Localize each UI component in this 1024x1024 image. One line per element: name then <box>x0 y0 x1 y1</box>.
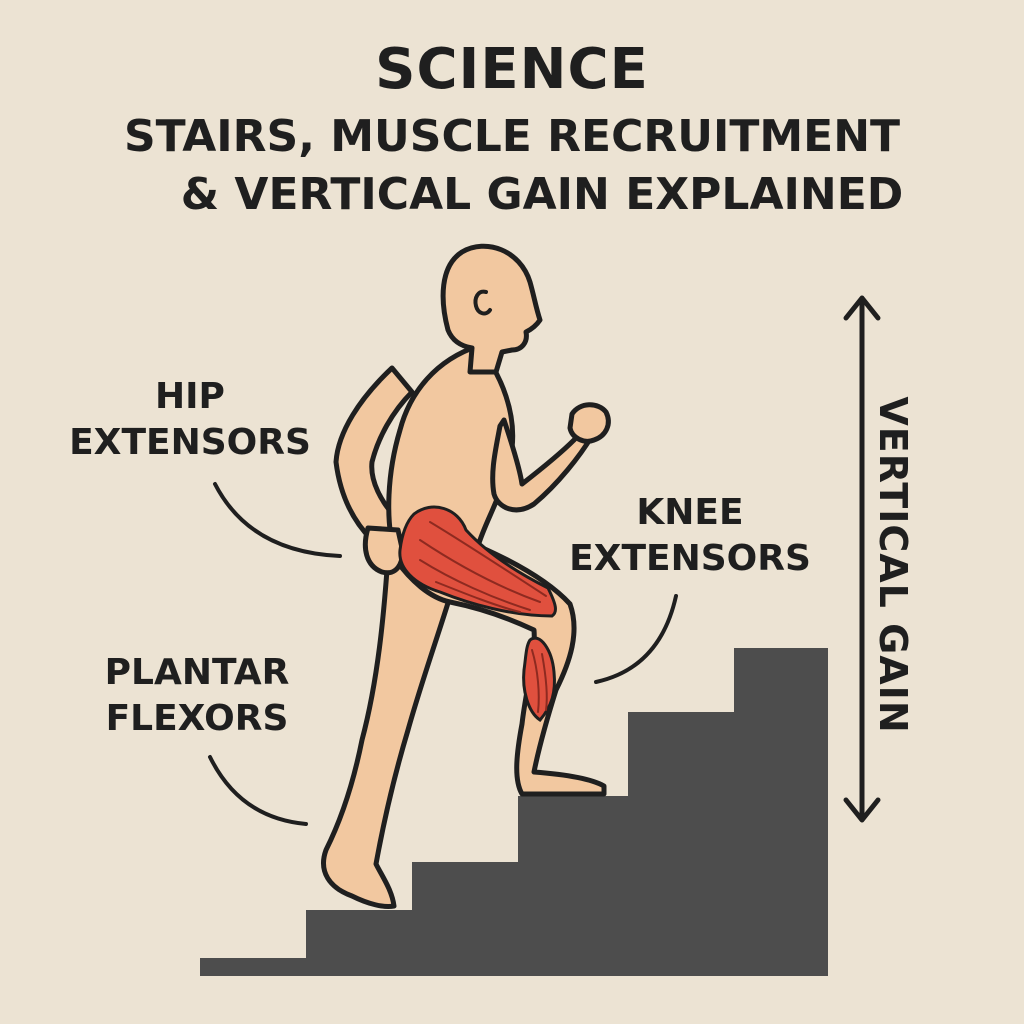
label-knee-line1: KNEE <box>636 492 744 533</box>
stairs <box>200 648 828 976</box>
label-knee-extensors: KNEE EXTENSORS <box>560 490 820 582</box>
back-leg <box>321 553 455 909</box>
title-line3: & VERTICAL GAIN EXPLAINED <box>180 169 904 220</box>
back-hand <box>362 525 405 576</box>
label-knee-line2: EXTENSORS <box>569 538 811 579</box>
label-hip-line1: HIP <box>155 376 225 417</box>
knee-leader-line <box>594 594 678 684</box>
muscle-fiber-lines <box>419 521 548 713</box>
front-arm <box>490 417 595 513</box>
label-plantar-line2: FLEXORS <box>105 698 289 739</box>
hip-leader-line <box>213 482 342 558</box>
label-plantar-flexors: PLANTAR FLEXORS <box>92 650 302 742</box>
label-vertical-gain: VERTICAL GAIN <box>871 396 915 734</box>
title-block: SCIENCE STAIRS, MUSCLE RECRUITMENT & VER… <box>0 40 1024 224</box>
label-hip-extensors: HIP EXTENSORS <box>60 374 320 466</box>
label-hip-line2: EXTENSORS <box>69 422 311 463</box>
ear <box>473 289 492 316</box>
title-science: SCIENCE <box>375 37 649 102</box>
hip-knee-extensor-muscle <box>398 505 557 618</box>
fist <box>567 402 611 444</box>
plantar-leader-line <box>208 755 308 826</box>
label-plantar-line1: PLANTAR <box>104 652 290 693</box>
vertical-gain-arrow-icon <box>843 295 881 823</box>
title-line2: STAIRS, MUSCLE RECRUITMENT <box>123 111 901 162</box>
